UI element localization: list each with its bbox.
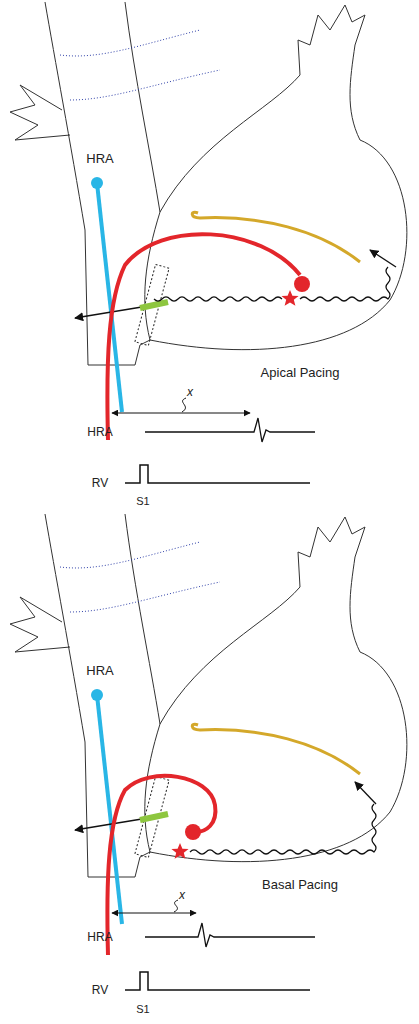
- pacing-site-star: [281, 290, 298, 306]
- interval-leader: [174, 900, 178, 912]
- catheter-label: HRA: [86, 152, 113, 165]
- hra-trace: [145, 418, 315, 442]
- rv-catheter: [107, 776, 215, 955]
- interval-label: x: [187, 386, 193, 398]
- signal-name: RV: [92, 984, 108, 996]
- catheter-label: HRA: [86, 664, 113, 677]
- wavefront-arrow: [355, 782, 376, 804]
- stimulus-label: S1: [136, 496, 149, 507]
- hra-trace: [145, 923, 315, 947]
- stimulus-label: S1: [136, 1004, 149, 1015]
- wavefront: [154, 297, 282, 301]
- panel-title: Apical Pacing: [261, 366, 340, 379]
- panel-title: Basal Pacing: [262, 878, 338, 891]
- interval-arrow: [112, 913, 196, 914]
- interval-leader: [182, 398, 186, 412]
- interval-arrow: [112, 413, 250, 414]
- rv-electrode: [185, 824, 201, 840]
- interval-label: x: [179, 889, 185, 901]
- signal-name: HRA: [87, 426, 112, 438]
- wavefront: [300, 267, 390, 301]
- rv-catheter: [107, 234, 300, 440]
- rv-trace: [125, 465, 310, 483]
- signal-name: RV: [92, 477, 108, 489]
- rv-trace: [125, 972, 310, 990]
- wavefront-arrow: [370, 250, 396, 267]
- heart-anatomy: [10, 2, 407, 412]
- heart-anatomy: [10, 514, 407, 924]
- pacing-site-star: [171, 843, 188, 859]
- signal-name: HRA: [87, 931, 112, 943]
- rv-electrode: [294, 276, 310, 292]
- wavefront: [190, 804, 376, 854]
